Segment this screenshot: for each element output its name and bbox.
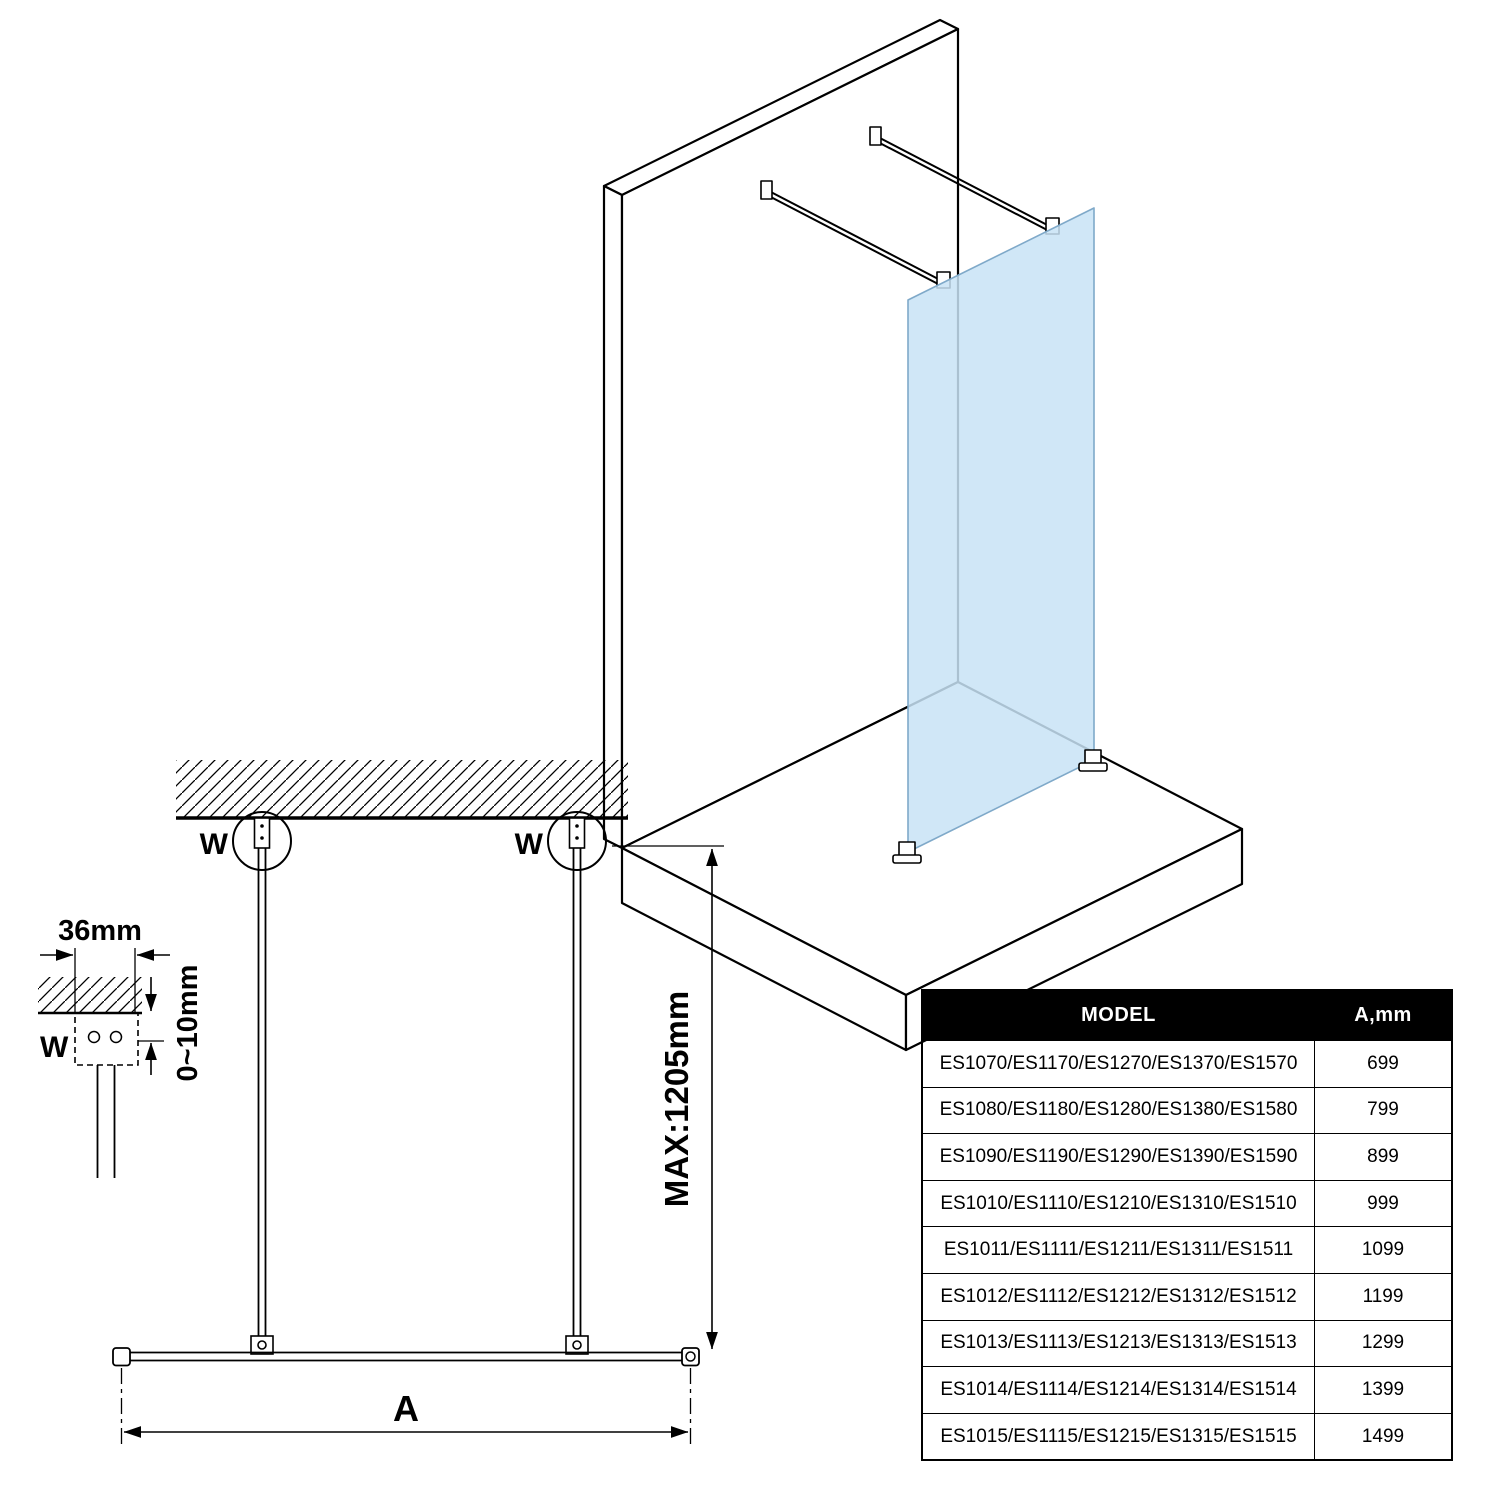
detail-bracket-outline (74, 1012, 139, 1066)
glass-panel (907, 207, 1095, 853)
detail-ceiling-hatch (38, 977, 142, 1012)
width-dimension-a: A (120, 1368, 692, 1448)
max-height-dimension: MAX:1205mm (612, 845, 724, 1350)
wall-mount-bracket-1 (760, 180, 773, 200)
isometric-view (602, 18, 1244, 1052)
vertical-bar-right (572, 848, 582, 1338)
bracket-width-label: 36mm (58, 915, 142, 947)
bracket-screw-right (109, 1030, 123, 1044)
table-row: ES1015/ES1115/ES1215/ES1315/ES1515 1499 (921, 1412, 1453, 1461)
glass-foot-1 (892, 841, 922, 864)
detail-view: 36mm W 0~10mm (38, 915, 204, 1178)
wall-bracket-label-left: W (200, 828, 229, 861)
max-height-label: MAX:1205mm (658, 991, 695, 1207)
width-label-a: A (393, 1388, 419, 1429)
model-cell: ES1014/ES1114/ES1214/ES1314/ES1514 (921, 1366, 1315, 1414)
wall-bracket-callout-right (547, 811, 607, 871)
a-value-cell: 1499 (1314, 1412, 1453, 1461)
model-cell: ES1012/ES1112/ES1212/ES1312/ES1512 (921, 1272, 1315, 1321)
a-value-cell: 799 (1314, 1086, 1453, 1135)
a-value-cell: 899 (1314, 1133, 1453, 1181)
model-spec-table: MODEL A,mm ES1070/ES1170/ES1270/ES1370/E… (921, 989, 1453, 1462)
wall-side-face (602, 184, 624, 850)
table-row: ES1080/ES1180/ES1280/ES1380/ES1580 799 (921, 1086, 1453, 1135)
ceiling-bracket-left (253, 817, 271, 849)
table-header-a: A,mm (1314, 989, 1453, 1041)
ceiling-gap-label: 0~10mm (172, 965, 204, 1082)
a-value-cell: 1399 (1314, 1366, 1453, 1414)
detail-bracket-label: W (40, 1031, 69, 1064)
a-value-cell: 999 (1314, 1179, 1453, 1228)
detail-bar (96, 1065, 116, 1178)
glass-foot-2 (1078, 749, 1108, 772)
model-cell: ES1011/ES1111/ES1211/ES1311/ES1511 (921, 1226, 1315, 1274)
table-row: ES1014/ES1114/ES1214/ES1314/ES1514 1399 (921, 1366, 1453, 1414)
table-row: ES1010/ES1110/ES1210/ES1310/ES1510 999 (921, 1179, 1453, 1228)
wall-bracket-callout-left (232, 811, 292, 871)
bottom-connector-left (250, 1335, 274, 1355)
bottom-bar-left-cap (112, 1347, 131, 1367)
vertical-bar-left (257, 848, 267, 1338)
table-row: ES1011/ES1111/ES1211/ES1311/ES1511 1099 (921, 1226, 1453, 1274)
model-cell: ES1015/ES1115/ES1215/ES1315/ES1515 (921, 1412, 1315, 1461)
wall-bracket-label-right: W (515, 828, 544, 861)
bracket-screw-left (87, 1030, 101, 1044)
table-header-row: MODEL A,mm (921, 989, 1453, 1041)
ceiling-bracket-right (568, 817, 586, 849)
ceiling-hatch (176, 760, 628, 817)
a-value-cell: 1099 (1314, 1226, 1453, 1274)
model-table: MODEL A,mm ES1070/ES1170/ES1270/ES1370/E… (921, 989, 1453, 1462)
ceiling-gap-dimension: 0~10mm (138, 965, 204, 1082)
table-header-model: MODEL (921, 989, 1315, 1041)
wall-mount-bracket-2 (869, 126, 882, 146)
bottom-connector-right (565, 1335, 589, 1355)
model-cell: ES1010/ES1110/ES1210/ES1310/ES1510 (921, 1179, 1315, 1228)
model-cell: ES1090/ES1190/ES1290/ES1390/ES1590 (921, 1133, 1315, 1181)
front-view: W W MAX:1205mm A (112, 760, 724, 1448)
a-value-cell: 699 (1314, 1040, 1453, 1088)
model-cell: ES1070/ES1170/ES1270/ES1370/ES1570 (921, 1040, 1315, 1088)
model-cell: ES1080/ES1180/ES1280/ES1380/ES1580 (921, 1086, 1315, 1135)
table-row: ES1090/ES1190/ES1290/ES1390/ES1590 899 (921, 1133, 1453, 1181)
table-row: ES1070/ES1170/ES1270/ES1370/ES1570 699 (921, 1040, 1453, 1088)
table-row: ES1012/ES1112/ES1212/ES1312/ES1512 1199 (921, 1272, 1453, 1321)
table-row: ES1013/ES1113/ES1213/ES1313/ES1513 1299 (921, 1319, 1453, 1368)
model-cell: ES1013/ES1113/ES1213/ES1313/ES1513 (921, 1319, 1315, 1368)
bottom-bar (112, 1347, 700, 1367)
a-value-cell: 1299 (1314, 1319, 1453, 1368)
a-value-cell: 1199 (1314, 1272, 1453, 1321)
